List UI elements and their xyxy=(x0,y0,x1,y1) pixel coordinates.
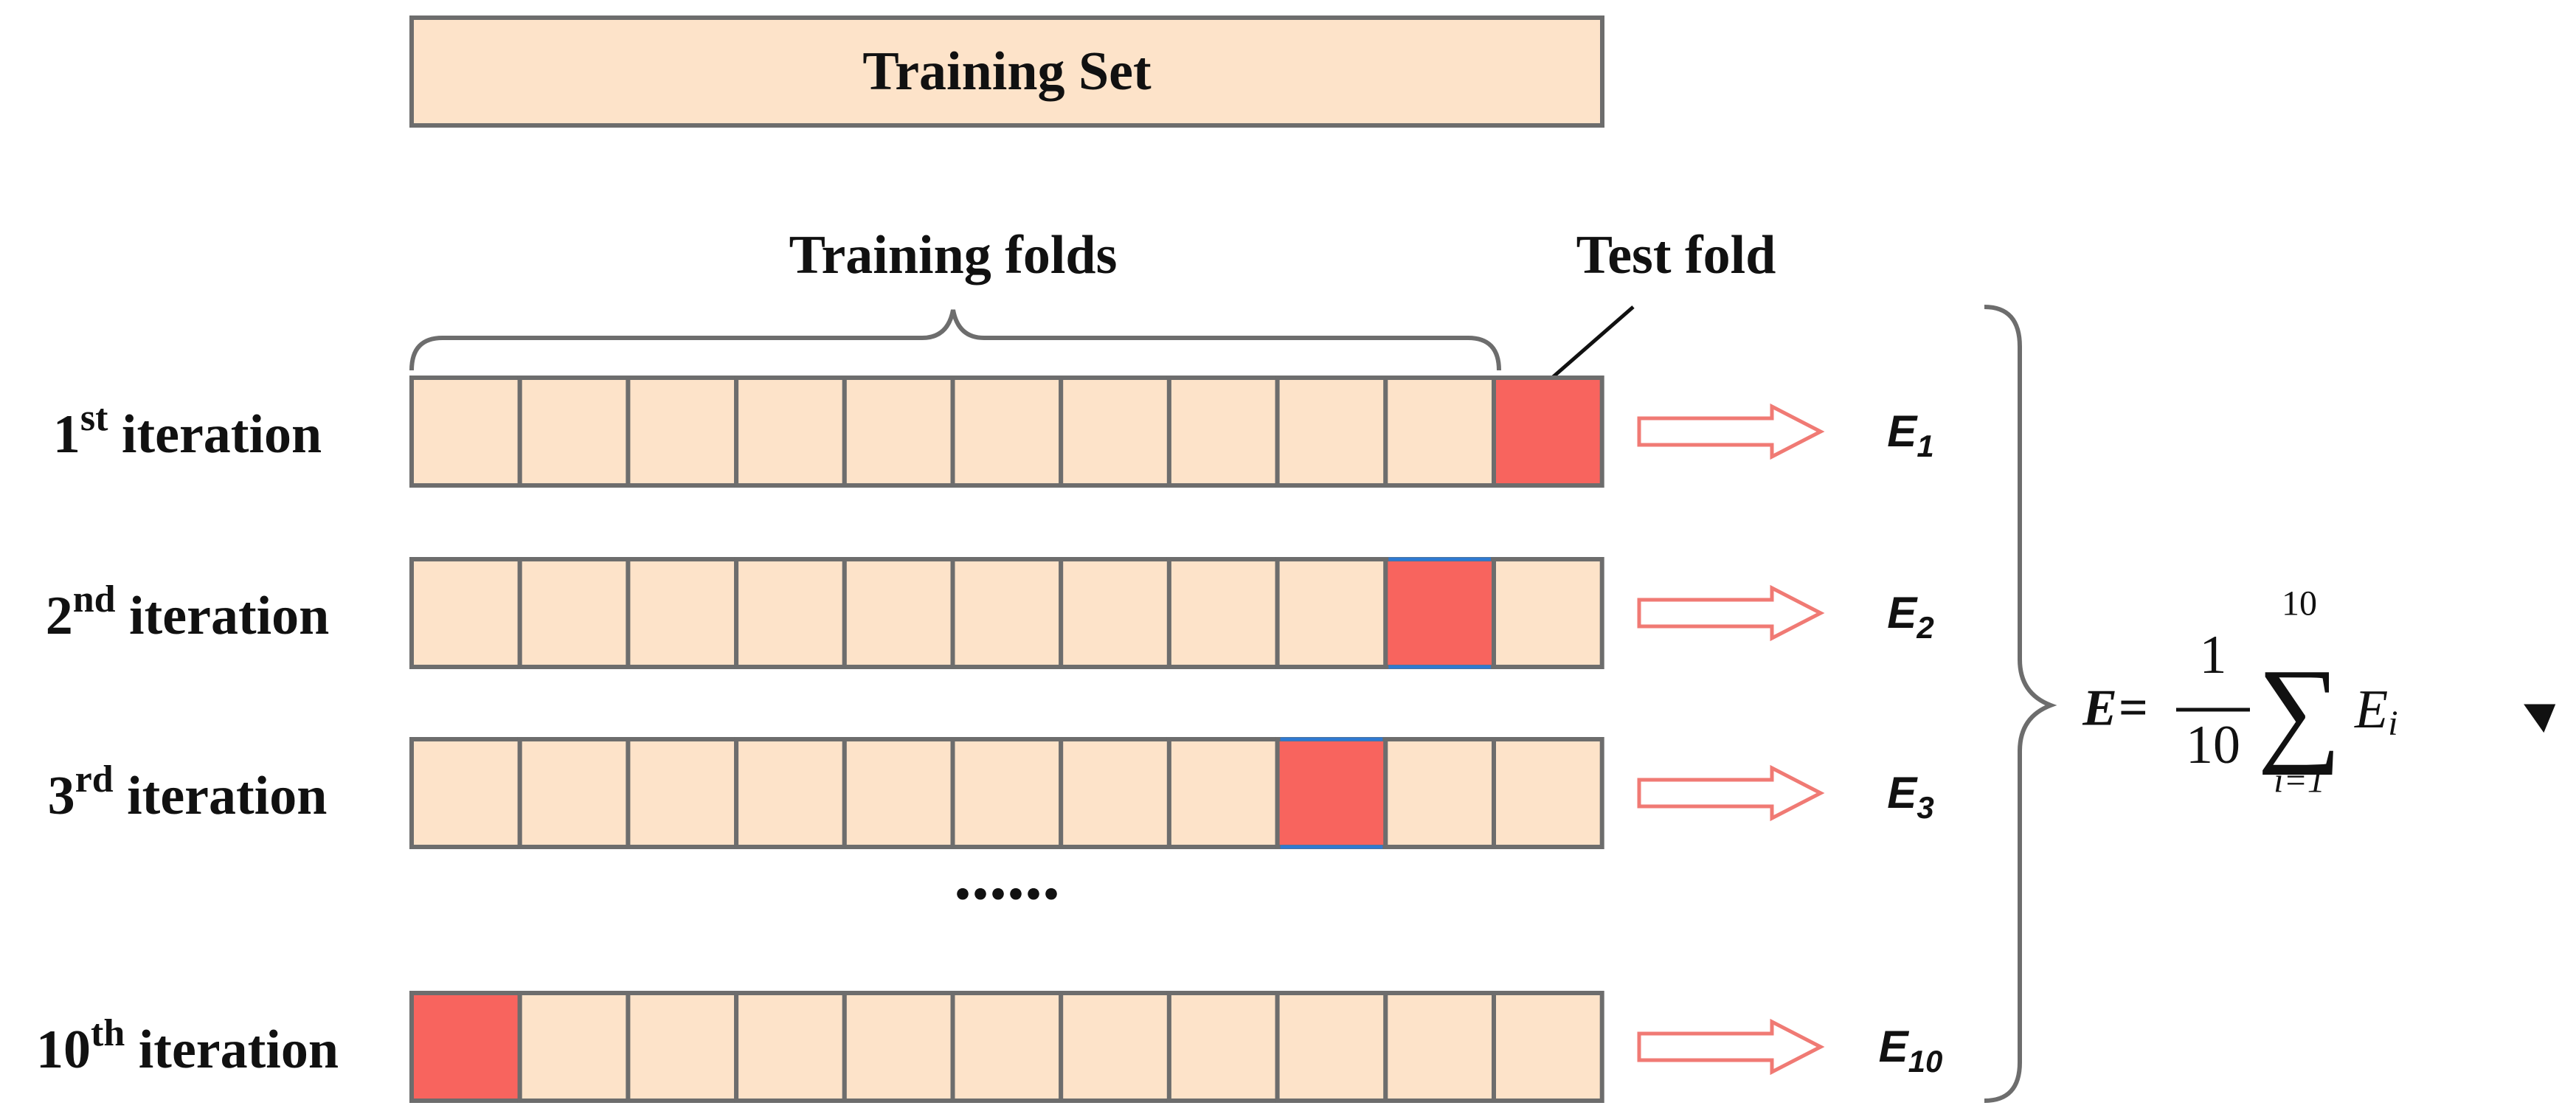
training-fold-cell xyxy=(1059,991,1171,1103)
training-fold-cell xyxy=(517,376,631,488)
training-fold-cell xyxy=(734,376,847,488)
training-fold-cell xyxy=(842,376,955,488)
formula-denominator: 10 xyxy=(2186,715,2240,775)
training-fold-cell xyxy=(1059,376,1171,488)
training-fold-cell xyxy=(1059,557,1171,669)
training-fold-cell xyxy=(1383,737,1497,849)
training-fold-cell xyxy=(626,376,739,488)
result-arrow xyxy=(1637,1018,1825,1076)
formula-equals: = xyxy=(2119,680,2148,737)
training-fold-cell xyxy=(1275,376,1388,488)
result-arrow xyxy=(1637,403,1825,460)
training-fold-cell xyxy=(842,991,955,1103)
sum-upper-limit: 10 xyxy=(2282,584,2317,623)
training-folds-label: Training folds xyxy=(789,225,1118,286)
training-fold-cell xyxy=(950,376,1064,488)
training-fold-cell xyxy=(950,737,1064,849)
training-fold-cell xyxy=(409,557,522,669)
iteration-label: 2nd iteration xyxy=(46,578,330,646)
training-fold-cell xyxy=(517,991,631,1103)
error-brace xyxy=(1984,305,2057,1103)
average-error-formula: E = 1 10 ∑ 10 i=1 Ei xyxy=(2082,584,2397,800)
training-fold-cell xyxy=(1166,557,1280,669)
iteration-row: 1st iteration E1 xyxy=(53,376,1934,488)
training-fold-cell xyxy=(626,557,739,669)
training-fold-cell xyxy=(734,737,847,849)
training-fold-cell xyxy=(409,737,522,849)
training-fold-cell xyxy=(517,557,631,669)
result-arrow xyxy=(1637,764,1825,822)
iteration-label: 10th iteration xyxy=(36,1012,339,1080)
training-fold-cell xyxy=(1166,737,1280,849)
formula-numerator: 1 xyxy=(2200,625,2227,685)
summation-symbol: ∑ xyxy=(2257,644,2341,775)
training-fold-cell xyxy=(626,991,739,1103)
training-fold-cell xyxy=(1383,991,1497,1103)
test-fold-cell xyxy=(409,991,522,1103)
iteration-row: 2nd iteration E2 xyxy=(46,557,1934,669)
training-fold-cell xyxy=(734,991,847,1103)
training-fold-cell xyxy=(1492,737,1604,849)
sum-lower-limit: i=1 xyxy=(2274,761,2325,800)
training-fold-cell xyxy=(1492,991,1604,1103)
training-fold-cell xyxy=(734,557,847,669)
cursor-marker-icon xyxy=(2524,704,2556,733)
training-fold-cell xyxy=(842,737,955,849)
iteration-row: 3rd iteration E3 xyxy=(48,737,1934,849)
test-fold-cell xyxy=(1275,737,1388,849)
training-fold-cell xyxy=(1166,376,1280,488)
error-label: E2 xyxy=(1887,588,1933,645)
training-fold-cell xyxy=(950,991,1064,1103)
error-label: E1 xyxy=(1887,406,1933,463)
error-label: E10 xyxy=(1879,1022,1943,1079)
training-fold-cell xyxy=(1492,557,1604,669)
test-fold-cell xyxy=(1492,376,1604,488)
iteration-label: 1st iteration xyxy=(53,397,322,465)
iteration-row: 10th iteration E10 xyxy=(36,991,1943,1103)
training-fold-cell xyxy=(626,737,739,849)
result-arrow xyxy=(1637,584,1825,642)
test-fold-label: Test fold xyxy=(1576,225,1776,286)
formula-lhs: E xyxy=(2082,680,2117,737)
training-fold-cell xyxy=(1275,991,1388,1103)
error-label: E3 xyxy=(1887,768,1933,825)
training-fold-cell xyxy=(517,737,631,849)
test-fold-pointer-line xyxy=(1551,305,1635,379)
sum-term: Ei xyxy=(2354,679,2398,743)
training-folds-brace xyxy=(409,309,1501,371)
training-fold-cell xyxy=(409,376,522,488)
training-fold-cell xyxy=(950,557,1064,669)
test-fold-cell xyxy=(1383,557,1497,669)
ellipsis-dots: ...... xyxy=(954,835,1060,914)
training-fold-cell xyxy=(1059,737,1171,849)
training-fold-cell xyxy=(1275,557,1388,669)
iteration-label: 3rd iteration xyxy=(48,758,328,826)
training-fold-cell xyxy=(842,557,955,669)
training-set-label: Training Set xyxy=(862,41,1152,102)
training-fold-cell xyxy=(1166,991,1280,1103)
training-set-bar xyxy=(409,15,1604,128)
training-fold-cell xyxy=(1383,376,1497,488)
